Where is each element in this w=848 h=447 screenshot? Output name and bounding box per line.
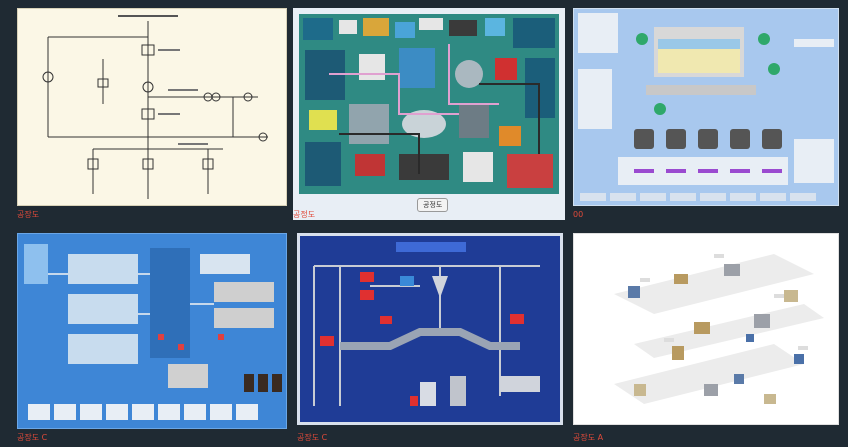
- pipeline-diagram-icon: [300, 236, 560, 422]
- process-flow-diagram-icon: [299, 14, 559, 194]
- tank-monitoring-thumbnail[interactable]: [573, 8, 839, 206]
- hover-tooltip: 공정도: [417, 198, 448, 212]
- single-line-diagram-icon: [18, 9, 287, 206]
- isometric-layout-icon: [574, 234, 839, 425]
- pipeline-thumbnail[interactable]: [297, 233, 563, 425]
- gallery-tile-2[interactable]: 공정도 공정도: [293, 8, 565, 220]
- gallery-tile-4[interactable]: 공장도 C: [17, 233, 287, 443]
- tile-4-caption[interactable]: 공장도 C: [17, 433, 47, 443]
- tile-3-caption[interactable]: 00: [573, 210, 583, 220]
- plant-layout-thumbnail[interactable]: [17, 233, 287, 429]
- single-line-diagram-thumbnail[interactable]: [17, 8, 287, 206]
- tile-6-caption[interactable]: 공장도 A: [573, 433, 603, 443]
- tank-monitoring-diagram-icon: [574, 9, 839, 206]
- tile-2-caption[interactable]: 공정도: [293, 210, 315, 220]
- tile-5-caption[interactable]: 공장도 C: [297, 433, 327, 443]
- process-flow-thumbnail[interactable]: [293, 8, 565, 220]
- tile-1-caption[interactable]: 공장도: [17, 210, 39, 220]
- gallery-tile-3[interactable]: 00: [573, 8, 839, 220]
- plant-layout-diagram-icon: [18, 234, 287, 429]
- gallery-tile-5[interactable]: 공장도 C: [297, 233, 563, 443]
- gallery-tile-6[interactable]: 공장도 A: [573, 233, 839, 443]
- gallery-tile-1[interactable]: 공장도: [17, 8, 287, 220]
- isometric-layout-thumbnail[interactable]: [573, 233, 839, 425]
